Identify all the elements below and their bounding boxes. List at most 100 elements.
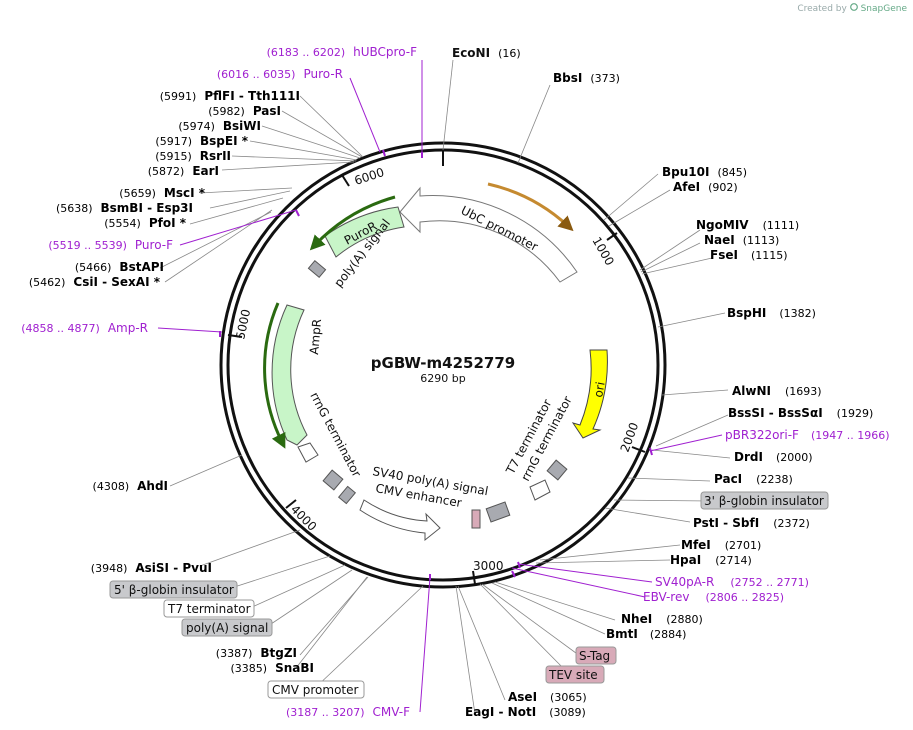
svg-text:EBV-rev(2806 .. 2825): EBV-rev (2806 .. 2825) [643,590,784,604]
svg-text:Bpu10I(845): Bpu10I (845) [662,165,747,179]
site-paci[interactable]: PacI [714,472,742,486]
site-bspei-pos: (5917) [155,135,192,148]
site-bbsi[interactable]: BbsI [553,71,582,85]
site-hpai[interactable]: HpaI [670,553,701,567]
ampr-label: AmpR [307,318,324,355]
site-asisi[interactable]: AsiSI - PvuI [135,561,212,575]
primer-puro-f[interactable]: Puro-F [135,238,173,252]
site-snabi-pos: (3385) [231,662,268,675]
svg-text:(5872)EarI: (5872)EarI [148,164,219,178]
site-ngomiv[interactable]: NgoMIV [696,218,749,232]
site-drdi[interactable]: DrdI [734,450,763,464]
cmv-enhancer-arrow [359,499,441,542]
site-btgzi-pos: (3387) [216,647,253,660]
svg-text:(3187 .. 3207)CMV-F: (3187 .. 3207)CMV-F [286,705,410,719]
primer-cmv-f[interactable]: CMV-F [373,705,411,719]
primer-puro-r-range: (6016 .. 6035) [217,68,296,81]
site-naei-pos: (1113) [743,234,780,247]
primer-amp-r-range: (4858 .. 4877) [21,322,100,335]
svg-text:AfeI(902): AfeI(902) [673,180,738,194]
site-bsssi-pos: (1929) [837,407,874,420]
site-eagi[interactable]: EagI - NotI [465,705,536,719]
primer-ebv-rev[interactable]: EBV-rev [643,590,689,604]
puror-arrow [324,206,405,258]
box-5-beta-globin [109,580,238,599]
primer-sv40pa-r[interactable]: SV40pA-R [655,575,714,589]
box-cmv-promoter [267,680,365,699]
site-bsphi-pos: (1382) [779,307,816,320]
grey-box-left-1 [322,469,344,491]
site-bsiwi[interactable]: BsiWI [223,119,261,133]
svg-text:(4858 .. 4877)Amp-R: (4858 .. 4877) Amp-R [21,321,148,335]
svg-text:DrdI(2000): DrdI(2000) [734,450,813,464]
site-pfoi[interactable]: PfoI * [149,216,187,230]
site-nhei[interactable]: NheI [621,612,652,626]
site-alwni-pos: (1693) [785,385,822,398]
site-alwni[interactable]: AlwNI [732,384,771,398]
svg-text:NheI(2880): NheI (2880) [621,612,703,626]
svg-text:(5462)CsiI - SexAI *: (5462) CsiI - SexAI * [29,275,161,289]
primer-ticks [219,149,653,580]
label-polya-signal-box[interactable]: poly(A) signal [186,621,268,635]
site-psti[interactable]: PstI - SbfI [693,516,759,530]
site-csii[interactable]: CsiI - SexAI * [73,275,160,289]
puror-outer-arc [309,195,396,251]
svg-text:EagI - NotI(3089): EagI - NotI(3089) [465,705,586,719]
site-paci-pos: (2238) [756,473,793,486]
label-3-beta-globin[interactable]: 3' β-globin insulator [704,494,824,508]
site-bpu10i[interactable]: Bpu10I [662,165,709,179]
site-csii-pos: (5462) [29,276,66,289]
site-bmti[interactable]: BmtI [606,627,638,641]
svg-text:BspHI(1382): BspHI (1382) [727,306,816,320]
site-bstapi[interactable]: BstAPI [119,260,164,274]
svg-text:NaeI(1113): NaeI (1113) [704,233,779,247]
svg-text:PstI - SbfI(2372): PstI - SbfI(2372) [693,516,810,530]
svg-text:(5554)PfoI *: (5554)PfoI * [104,216,186,230]
site-pasi[interactable]: PasI [253,104,281,118]
site-econi[interactable]: EcoNI [452,46,490,60]
site-bsssi[interactable]: BssSI - BssSαI [728,406,823,420]
site-bsmbi[interactable]: BsmBI - Esp3I [101,201,193,215]
snapgene-logo-icon [849,3,858,11]
site-ngomiv-pos: (1111) [763,219,800,232]
site-bsiwi-pos: (5974) [178,120,215,133]
site-mfei[interactable]: MfeI [681,538,711,552]
primer-amp-r[interactable]: Amp-R [108,321,148,335]
primer-ebv-rev-range: (2806 .. 2825) [705,591,784,604]
primer-hubcpro-f[interactable]: hUBCpro-F [353,45,417,59]
label-s-tag[interactable]: S-Tag [579,649,610,663]
site-naei[interactable]: NaeI [704,233,735,247]
primer-pbr322ori-f[interactable]: pBR322ori-F [725,428,799,442]
site-msci[interactable]: MscI * [164,186,206,200]
label-5-beta-globin[interactable]: 5' β-globin insulator [114,583,234,597]
polya-box-top [307,259,327,279]
ubc-promoter-arrow [399,186,578,283]
site-afei[interactable]: AfeI [673,180,700,194]
svg-text:BbsI(373): BbsI(373) [553,71,620,85]
label-tev-site[interactable]: TEV site [548,668,598,682]
box-s-tag [575,646,617,665]
plasmid-name: pGBW-m4252779 [371,354,515,372]
label-t7-terminator-box[interactable]: T7 terminator [167,602,251,616]
site-bsphi[interactable]: BspHI [727,306,766,320]
site-btgzi[interactable]: BtgZI [260,646,297,660]
site-bspei[interactable]: BspEI * [200,134,249,148]
site-pflfi[interactable]: PflFI - Tth111I [204,89,300,103]
site-bpu10i-pos: (845) [717,166,747,179]
site-ahdi[interactable]: AhdI [137,479,168,493]
site-fsei[interactable]: FseI [710,248,738,262]
svg-text:(5991)PflFI - Tth111I: (5991)PflFI - Tth111I [160,89,300,103]
site-bmti-pos: (2884) [650,628,687,641]
box-3-beta-globin [700,491,829,510]
label-cmv-promoter[interactable]: CMV promoter [272,683,359,697]
svg-text:(3385)SnaBI: (3385) SnaBI [231,661,314,675]
site-eari[interactable]: EarI [192,164,219,178]
sites-left-group: (5991)PflFI - Tth111I (5982)PasI (5974)B… [29,89,314,675]
site-rsrii[interactable]: RsrII [200,149,231,163]
site-nhei-pos: (2880) [666,613,703,626]
site-asei[interactable]: AseI [508,690,537,704]
primer-puro-r[interactable]: Puro-R [303,67,343,81]
box-tev-site [545,665,605,684]
svg-text:SV40pA-R(2752 .. 2771): SV40pA-R(2752 .. 2771) [655,575,809,589]
site-snabi[interactable]: SnaBI [275,661,314,675]
